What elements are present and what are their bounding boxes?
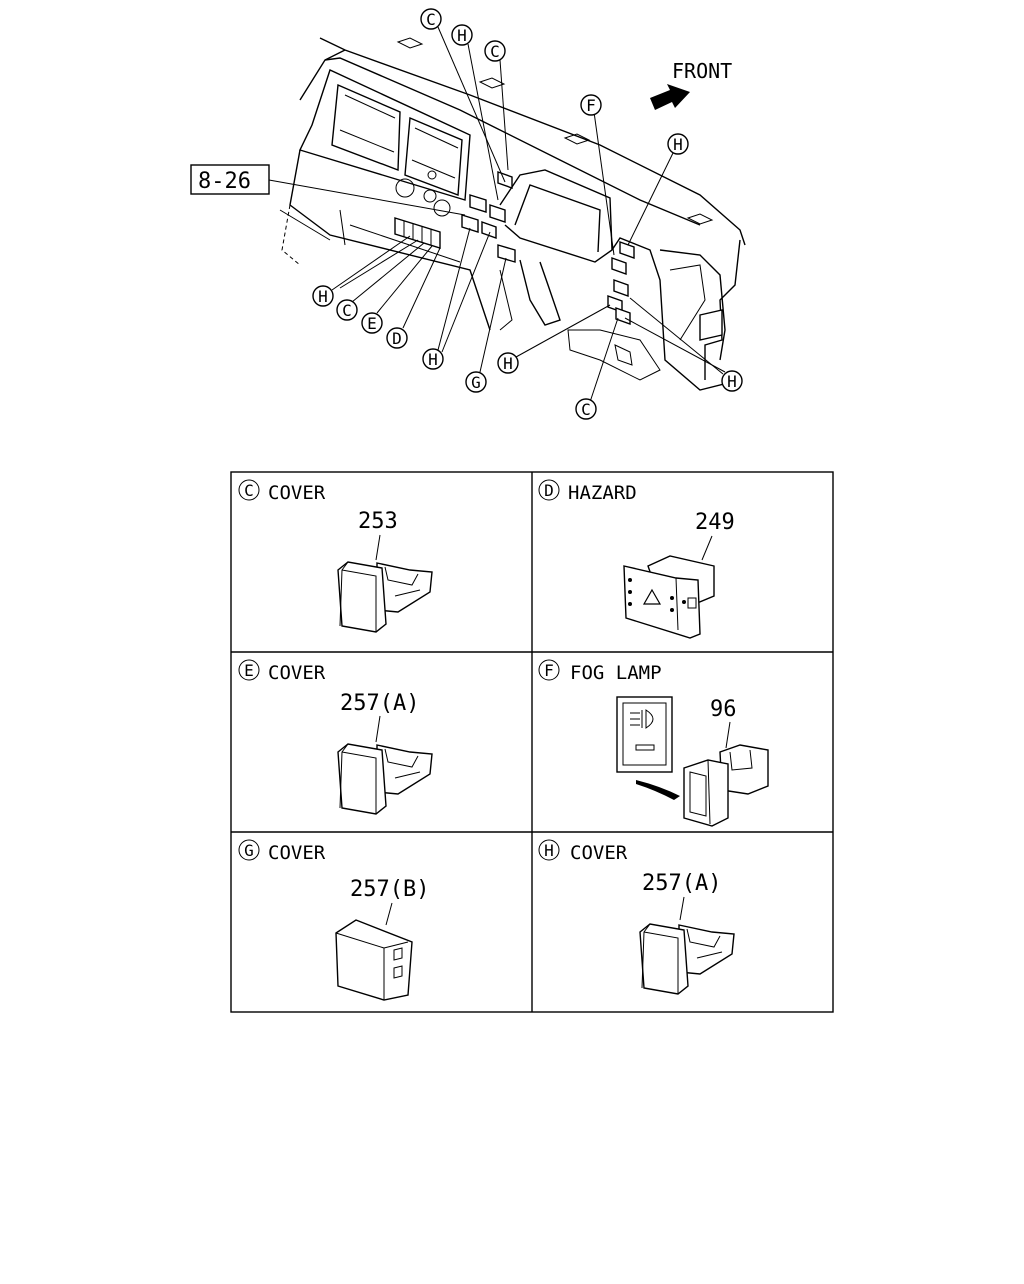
reference-label: 8-26 bbox=[198, 169, 251, 194]
parts-table bbox=[230, 471, 834, 1013]
leader-lines bbox=[331, 26, 726, 403]
table-cell-g-cover: G COVER 257(B) bbox=[238, 839, 429, 1001]
callout-h: H bbox=[312, 285, 334, 307]
dashboard-illustration bbox=[279, 37, 746, 391]
cell-name: COVER bbox=[570, 842, 628, 864]
svg-text:H: H bbox=[428, 350, 438, 369]
table-cell-h-cover: H COVER 257(A) bbox=[538, 839, 735, 995]
callout-h: H bbox=[422, 348, 444, 370]
callout-h: H bbox=[451, 24, 473, 46]
svg-text:C: C bbox=[581, 400, 591, 419]
front-arrow-icon bbox=[650, 84, 690, 110]
callout-h: H bbox=[497, 352, 519, 374]
cell-name: COVER bbox=[268, 482, 326, 504]
cell-name: COVER bbox=[268, 662, 326, 684]
hazard-switch-drawing bbox=[623, 555, 715, 639]
svg-text:C: C bbox=[426, 10, 436, 29]
switch-cover-drawing bbox=[337, 743, 433, 815]
part-number: 249 bbox=[695, 510, 735, 535]
cell-letter: H bbox=[544, 841, 554, 860]
callout-e: E bbox=[361, 312, 383, 334]
fog-lamp-icon bbox=[616, 696, 680, 800]
cell-letter: E bbox=[244, 661, 254, 680]
callout-c: C bbox=[336, 299, 358, 321]
svg-text:H: H bbox=[673, 135, 683, 154]
table-cell-f-fog-lamp: F FOG LAMP 96 bbox=[538, 659, 769, 827]
svg-text:H: H bbox=[318, 287, 328, 306]
svg-text:D: D bbox=[392, 329, 402, 348]
svg-text:F: F bbox=[586, 96, 596, 115]
callouts: C H C F H H C E D H G H H C bbox=[312, 8, 743, 420]
callout-d: D bbox=[386, 327, 408, 349]
reference-box bbox=[190, 164, 270, 195]
part-number: 257(A) bbox=[340, 691, 419, 716]
cell-letter: G bbox=[244, 841, 254, 860]
callout-c: C bbox=[484, 40, 506, 62]
table-cell-e-cover: E COVER 257(A) bbox=[238, 659, 433, 815]
fog-switch-drawing bbox=[683, 744, 769, 827]
callout-c: C bbox=[420, 8, 442, 30]
svg-text:H: H bbox=[727, 372, 737, 391]
cell-name: FOG LAMP bbox=[570, 662, 662, 684]
front-label: FRONT bbox=[672, 59, 732, 83]
cell-letter: F bbox=[544, 661, 554, 680]
table-cell-d-hazard: D HAZARD 249 bbox=[538, 479, 735, 639]
svg-text:C: C bbox=[342, 301, 352, 320]
svg-text:E: E bbox=[367, 314, 377, 333]
callout-h: H bbox=[721, 370, 743, 392]
switch-cover-drawing bbox=[335, 919, 413, 1001]
part-number: 257(A) bbox=[642, 871, 721, 896]
cell-name: COVER bbox=[268, 842, 326, 864]
callout-g: G bbox=[465, 371, 487, 393]
svg-text:G: G bbox=[471, 373, 481, 392]
svg-text:H: H bbox=[457, 26, 467, 45]
callout-f: F bbox=[580, 94, 602, 116]
svg-text:H: H bbox=[503, 354, 513, 373]
switch-cover-drawing bbox=[639, 923, 735, 995]
part-number: 96 bbox=[710, 697, 737, 722]
cell-name: HAZARD bbox=[568, 482, 637, 504]
callout-c: C bbox=[575, 398, 597, 420]
part-number: 257(B) bbox=[350, 877, 429, 902]
cell-letter: D bbox=[544, 481, 554, 500]
svg-text:C: C bbox=[490, 42, 500, 61]
table-cell-c-cover: C COVER 253 bbox=[238, 479, 433, 633]
switch-cover-drawing bbox=[337, 561, 433, 633]
cell-letter: C bbox=[244, 481, 254, 500]
part-number: 253 bbox=[358, 509, 398, 534]
callout-h: H bbox=[667, 133, 689, 155]
